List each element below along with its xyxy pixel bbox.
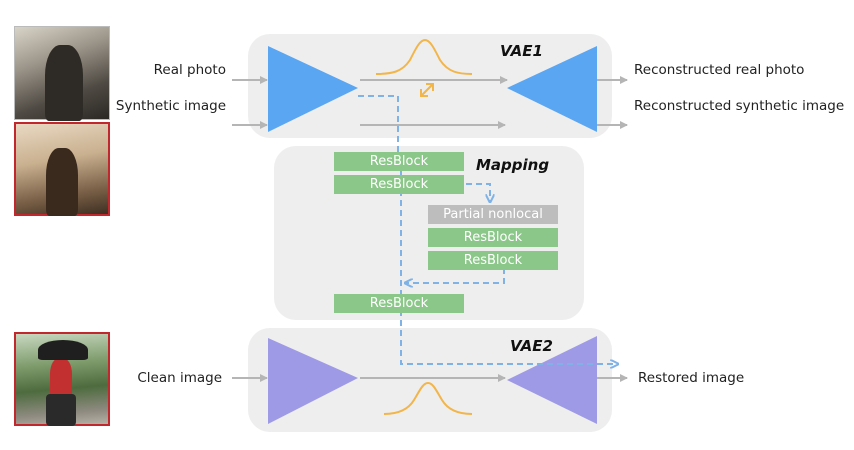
synthetic-photo-image <box>14 122 110 216</box>
label-restored-image: Restored image <box>638 370 745 386</box>
dashed-path-branch-return <box>405 268 505 283</box>
label-reconstructed-real: Reconstructed real photo <box>634 62 805 78</box>
vae1-decoder-triangle <box>507 46 597 132</box>
vae1-encoder-triangle <box>268 46 358 132</box>
vae2-title: VAE2 <box>510 337 553 355</box>
label-synthetic-image: Synthetic image <box>115 98 226 114</box>
vae2-latent-curve <box>383 381 473 415</box>
resblock-2: ResBlock <box>334 175 464 194</box>
mapping-title: Mapping <box>476 156 550 174</box>
dashed-path-main-vertical <box>400 160 618 364</box>
label-reconstructed-synthetic: Reconstructed synthetic image <box>634 98 845 114</box>
vae2-decoder-triangle <box>507 336 597 424</box>
woman-skirt-figure <box>46 394 76 426</box>
resblock-5: ResBlock <box>334 294 464 313</box>
woman-red-figure <box>50 358 72 398</box>
resblock-3: ResBlock <box>428 228 558 247</box>
portrait-figure <box>45 45 83 121</box>
dashed-path-encoder-to-mapping <box>358 95 399 152</box>
vae2-encoder-triangle <box>268 338 358 424</box>
woman-figure <box>46 148 78 216</box>
real-photo-image <box>14 26 110 121</box>
resblock-1: ResBlock <box>334 152 464 171</box>
clean-photo-image <box>14 332 110 426</box>
dashed-path-branch-out <box>466 183 490 202</box>
label-clean-image: Clean image <box>137 370 222 386</box>
label-real-photo: Real photo <box>153 62 226 78</box>
partial-nonlocal-block: Partial nonlocal <box>428 205 558 224</box>
swap-arrows-icon <box>420 83 434 97</box>
umbrella-figure <box>38 340 88 360</box>
resblock-4: ResBlock <box>428 251 558 270</box>
vae1-title: VAE1 <box>500 42 543 60</box>
vae1-latent-curve <box>375 38 473 75</box>
